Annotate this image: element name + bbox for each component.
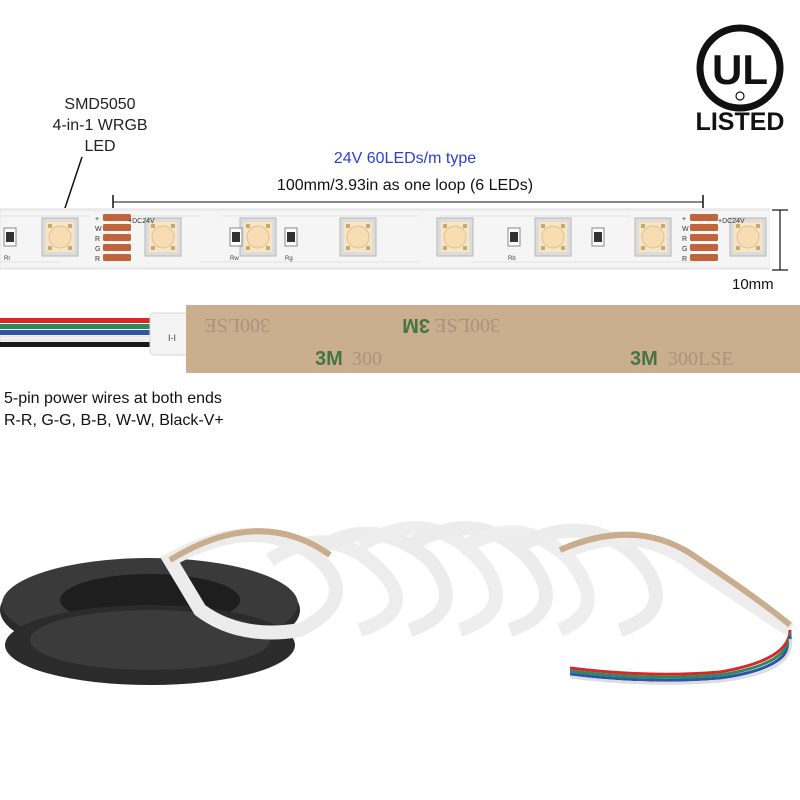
adhesive-tape: [186, 305, 800, 373]
loop-spec-label: 100mm/3.93in as one loop (6 LEDs): [276, 177, 534, 194]
pcb-marking-left: +DC24V: [128, 218, 155, 225]
solder-pad: [103, 214, 131, 221]
led-chip: [41, 217, 79, 257]
svg-text:UL: UL: [712, 46, 768, 93]
led-chips: [41, 217, 767, 257]
led-type-line2: 4-in-1 WRGB: [52, 117, 148, 134]
strip-back-with-wires: I-I 300LSE 3M 300LSE 3M 300 3M 300LSE: [0, 305, 800, 373]
ul-listed-logo: UL LISTED: [690, 18, 790, 138]
led-chip: [144, 217, 182, 257]
pad-letter: W: [95, 226, 102, 233]
led-chip: [339, 217, 377, 257]
wires-line1: 5-pin power wires at both ends: [4, 390, 222, 407]
pad-letter: R: [95, 256, 100, 263]
led-chip: [534, 217, 572, 257]
led-type-label: SMD5050 4-in-1 WRGB LED: [40, 94, 160, 157]
wires-line2: R-R, G-G, B-B, W-W, Black-V+: [4, 412, 224, 429]
svg-text:3M: 3M: [315, 348, 343, 370]
svg-text:300LSE: 300LSE: [434, 314, 500, 336]
led-chip: [729, 217, 767, 257]
solder-pad: [103, 244, 131, 251]
solder-pad: [690, 214, 718, 221]
svg-text:3M: 3M: [402, 314, 430, 336]
solder-pad: [690, 244, 718, 251]
svg-text:3M: 3M: [630, 348, 658, 370]
pcb-marking-right: +DC24V: [718, 218, 745, 225]
led-type-line3: LED: [84, 138, 116, 155]
led-chip: [239, 217, 277, 257]
solder-pad: [690, 234, 718, 241]
pad-letter: +: [95, 216, 99, 223]
pad-letter: +: [682, 216, 686, 223]
loop-dimension-line: [112, 195, 704, 209]
resistor: Rr: [3, 227, 17, 262]
resistor-label: Rg: [285, 256, 293, 262]
resistor-label: Rb: [508, 256, 516, 262]
led-chip: [634, 217, 672, 257]
resistor: Rg: [284, 227, 298, 262]
led-pointer-line: [61, 156, 83, 218]
solder-pad: [690, 254, 718, 261]
pad-letter: W: [682, 226, 689, 233]
solder-pad: [103, 254, 131, 261]
led-strip-reel-photo: [0, 521, 794, 685]
solder-pad: [103, 224, 131, 231]
listed-text: LISTED: [696, 108, 785, 136]
pad-letter: G: [682, 246, 687, 253]
power-wires: [0, 318, 171, 347]
solder-pad: [690, 224, 718, 231]
pad-letter: R: [95, 236, 100, 243]
resistor-label: Rw: [230, 256, 239, 262]
svg-text:300LSE: 300LSE: [668, 348, 734, 370]
strip-width-label: 10mm: [732, 276, 774, 293]
led-chip: [436, 217, 474, 257]
resistors: Rr Rw Rg Rb: [3, 227, 605, 262]
width-dimension-line: [772, 209, 788, 271]
power-wires-label: 5-pin power wires at both ends R-R, G-G,…: [4, 388, 224, 432]
resistor: Rb: [507, 227, 521, 262]
svg-text:300LSE: 300LSE: [204, 314, 270, 336]
resistor-label: Rr: [4, 256, 10, 262]
pad-letter: R: [682, 236, 687, 243]
led-type-line1: SMD5050: [64, 96, 136, 113]
resistor: [591, 227, 605, 247]
pad-letter: R: [682, 256, 687, 263]
solder-pad: [103, 234, 131, 241]
resistor: Rw: [229, 227, 243, 262]
strip-type-label: 24V 60LEDs/m type: [333, 150, 477, 167]
pad-letter: G: [95, 246, 100, 253]
svg-text:300: 300: [352, 348, 382, 370]
svg-text:I-I: I-I: [168, 333, 176, 343]
